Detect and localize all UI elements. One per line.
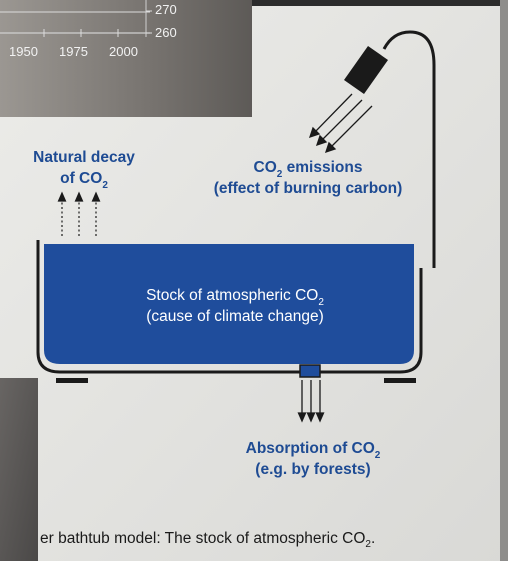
- stock-label-line1: Stock of atmospheric CO2: [146, 287, 324, 308]
- emissions-arrows: [308, 93, 373, 154]
- bathtub-outline: [36, 240, 423, 374]
- shower-head: [344, 46, 388, 94]
- figure-caption: er bathtub model: The stock of atmospher…: [40, 530, 375, 550]
- x-tick-label: 1975: [59, 44, 88, 59]
- shower-pipe: [382, 30, 436, 268]
- x-tick-label: 1950: [9, 44, 38, 59]
- bathtub: [36, 240, 423, 383]
- bathtub-foot-right: [384, 378, 416, 383]
- absorption-arrows: [297, 380, 325, 423]
- left-grey-panel: [0, 378, 38, 561]
- bathtub-foot-left: [56, 378, 88, 383]
- absorption-label-line1: Absorption of CO2: [246, 440, 381, 461]
- stock-label-line2: (cause of climate change): [146, 308, 323, 325]
- dark-top-edge: [0, 0, 508, 6]
- chart-strip: 270 260 1950 1975 2000: [0, 0, 252, 117]
- drain: [299, 364, 321, 378]
- y-tick-label: 270: [155, 2, 177, 17]
- absorption-label-line2: (e.g. by forests): [255, 461, 370, 478]
- chart-strip-panel: [0, 0, 252, 117]
- emissions-label-line2: (effect of burning carbon): [214, 180, 403, 197]
- decay-arrows: [57, 191, 101, 236]
- decay-label-line1: Natural decay: [33, 149, 135, 166]
- water-stock: [44, 244, 414, 364]
- emissions-label-line1: CO2 emissions: [254, 159, 363, 180]
- shower: [308, 30, 436, 268]
- decay-label-line2: of CO2: [60, 170, 108, 191]
- right-edge: [500, 0, 508, 561]
- x-tick-label: 2000: [109, 44, 138, 59]
- y-tick-label: 260: [155, 25, 177, 40]
